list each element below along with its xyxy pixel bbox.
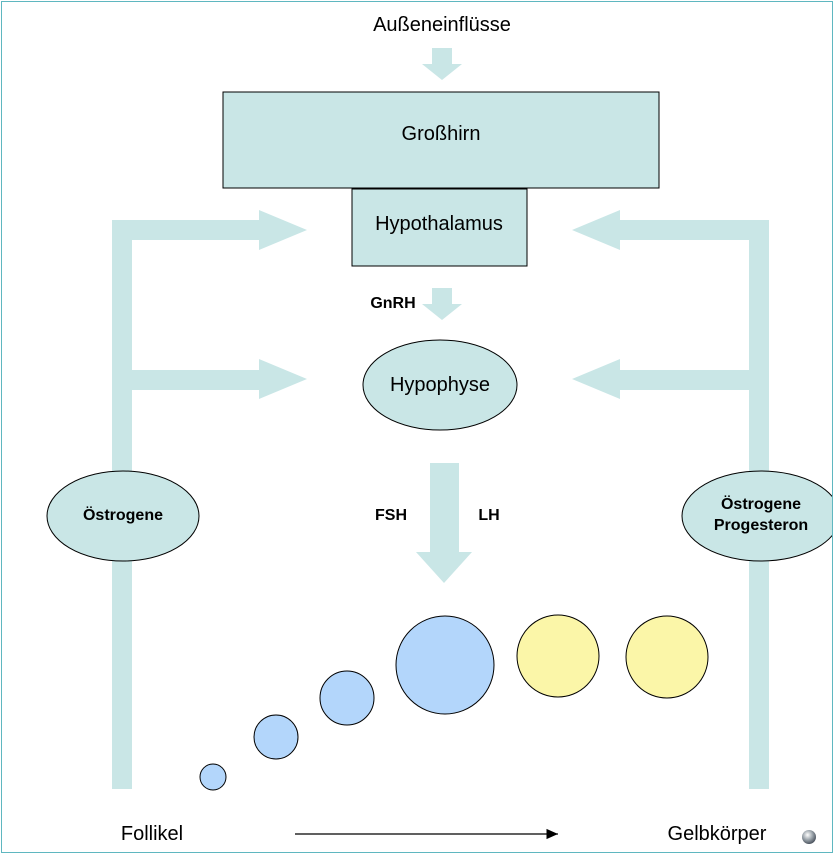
arrow-fsh-lh [416,463,472,583]
arrow-gnrh [422,288,462,320]
follicle-stage-1 [199,763,227,791]
cerebrum-label: Großhirn [401,123,481,145]
pituitary-ellipse [362,339,518,431]
corpus-luteum-label: Gelbkörper [667,823,767,845]
feedback-path-right [572,210,769,789]
external-influences-label: Außeneinflüsse [373,14,511,36]
cerebrum-box [222,91,660,189]
feedback-path-left [112,210,307,789]
arrow-external-to-cerebrum [422,48,462,80]
gnrh-label: GnRH [370,295,416,312]
estrogens-progesterone-label-line2: Progesteron [713,517,809,534]
follicle-stage-2 [253,714,299,760]
estrogens-progesterone-ellipse [681,470,832,562]
gray-sphere-icon [802,830,816,844]
estrogens-label: Östrogene [82,507,163,524]
lh-label: LH [478,507,500,524]
pituitary-label: Hypophyse [389,374,491,396]
follicle-stage-3 [319,670,375,726]
hypothalamus-label: Hypothalamus [375,213,503,235]
estrogens-ellipse [46,470,200,562]
follicle-stage-4 [395,615,495,715]
estrogens-progesterone-label-line1: Östrogene [720,496,801,513]
hypothalamus-box [351,188,528,267]
corpus-luteum-stage-1 [516,614,600,698]
corpus-luteum-stage-2 [625,615,709,699]
follicle-label: Follikel [120,823,184,845]
fsh-label: FSH [375,507,407,524]
